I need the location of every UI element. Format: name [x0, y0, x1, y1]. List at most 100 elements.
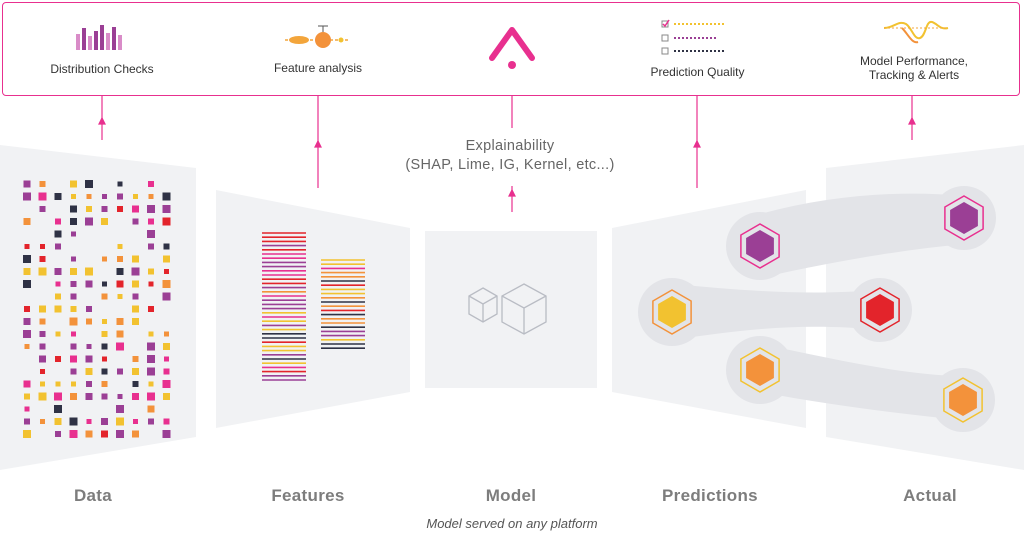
data-square — [164, 331, 169, 337]
data-square — [70, 218, 77, 225]
data-square — [85, 368, 93, 375]
data-square — [85, 355, 93, 363]
data-square — [132, 368, 139, 375]
data-square — [86, 318, 92, 325]
explainability-subtitle: (SHAP, Lime, IG, Kernel, etc...) — [405, 157, 615, 173]
data-square — [24, 418, 30, 425]
data-square — [54, 418, 62, 425]
data-square — [117, 244, 123, 249]
data-square — [132, 293, 139, 300]
data-square — [23, 330, 31, 338]
performance-curve-icon — [883, 20, 949, 44]
hexagon — [949, 384, 977, 416]
data-square — [101, 293, 108, 300]
data-square — [148, 268, 154, 275]
data-square — [148, 331, 154, 337]
data-square — [54, 193, 62, 200]
data-square — [24, 344, 30, 349]
data-square — [39, 331, 46, 337]
data-square — [101, 393, 108, 400]
data-square — [39, 181, 46, 187]
data-square — [69, 317, 78, 326]
data-square — [55, 356, 61, 362]
data-square — [23, 180, 31, 188]
data-panel — [0, 145, 196, 470]
data-square — [148, 194, 154, 199]
data-square — [39, 305, 46, 313]
stage-label-data: Data — [73, 486, 113, 505]
monitoring-toolbar — [2, 2, 1020, 96]
data-square — [102, 256, 107, 262]
data-square — [54, 268, 62, 275]
data-square — [117, 294, 123, 299]
data-square — [117, 193, 123, 200]
data-square — [69, 417, 78, 426]
data-square — [101, 206, 108, 212]
data-square — [70, 343, 77, 350]
tool-feature-analysis[interactable]: Feature analysis — [258, 0, 378, 94]
data-square — [116, 318, 124, 325]
tool-label-performance-1: Model Performance, — [859, 54, 969, 68]
data-square — [116, 405, 124, 413]
data-square — [132, 305, 139, 313]
data-square — [162, 380, 171, 388]
data-square — [101, 331, 108, 337]
data-square — [148, 281, 154, 287]
tool-label-performance-2: Tracking & Alerts — [868, 68, 960, 82]
data-square — [162, 292, 171, 301]
data-square — [55, 243, 61, 250]
data-square — [102, 194, 107, 199]
data-square — [101, 418, 108, 425]
data-square — [162, 205, 171, 213]
data-square — [116, 417, 124, 426]
data-square — [85, 180, 93, 188]
data-square — [117, 394, 123, 399]
data-square — [163, 368, 170, 375]
data-square — [147, 367, 155, 376]
tool-prediction-quality[interactable]: Prediction Quality — [630, 0, 765, 94]
data-square — [101, 381, 108, 387]
data-square — [147, 230, 155, 238]
data-square — [55, 331, 61, 337]
tool-label-feature: Feature analysis — [273, 61, 363, 75]
data-square — [54, 392, 62, 401]
feature-bars — [262, 232, 365, 381]
data-square — [101, 218, 108, 225]
data-square — [132, 205, 139, 213]
data-square — [147, 342, 155, 351]
hexagon — [746, 354, 774, 386]
data-square — [147, 392, 155, 401]
data-square — [70, 368, 77, 375]
data-square — [70, 293, 77, 300]
data-square — [71, 381, 76, 387]
data-square — [101, 368, 108, 375]
caret-logo-icon — [489, 27, 535, 69]
tool-model-performance[interactable]: Model Performance, Tracking & Alerts — [842, 0, 986, 94]
features-panel — [216, 190, 410, 428]
data-square — [71, 256, 76, 262]
tool-distribution-checks[interactable]: Distribution Checks — [30, 0, 174, 94]
data-square — [86, 206, 92, 212]
data-square — [132, 280, 139, 288]
data-square — [85, 267, 93, 276]
data-square — [24, 244, 30, 249]
data-square — [101, 343, 108, 350]
data-square — [162, 280, 171, 288]
prediction-hexagons — [652, 195, 984, 423]
data-square — [85, 393, 93, 400]
data-square — [132, 255, 139, 263]
data-square — [86, 194, 92, 199]
hexagon-outline — [740, 347, 780, 393]
data-square — [55, 431, 61, 437]
data-square — [23, 318, 31, 325]
data-square — [55, 281, 61, 287]
stage-label-features: Features — [271, 486, 345, 505]
hexagon-outline — [943, 377, 983, 423]
prediction-quality-icon — [661, 19, 726, 55]
data-square — [85, 280, 93, 288]
data-square — [71, 194, 76, 199]
data-square — [164, 356, 169, 362]
data-square — [133, 419, 138, 424]
data-square — [85, 217, 93, 226]
